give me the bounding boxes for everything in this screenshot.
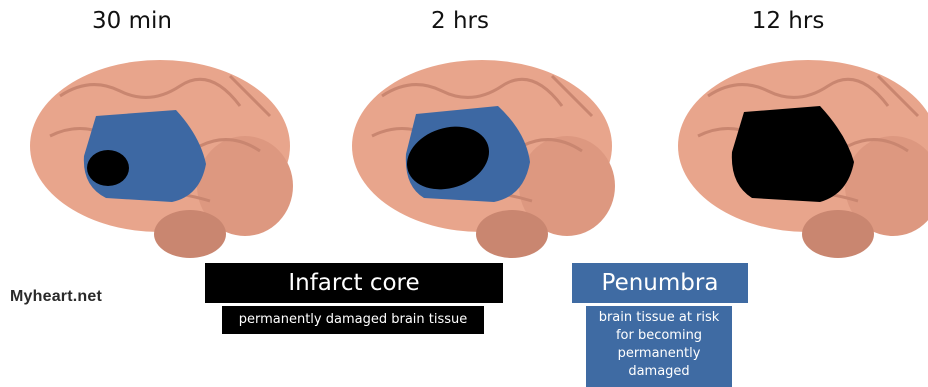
brain-2hrs: [322, 36, 622, 264]
time-label-2hrs: 2 hrs: [390, 8, 530, 34]
infarct-core-title: Infarct core: [288, 270, 419, 296]
time-label-12hrs: 12 hrs: [718, 8, 858, 34]
brain-2hrs-illustration: [322, 36, 622, 264]
infarct-core-description: permanently damaged brain tissue: [239, 312, 468, 327]
penumbra-description-box: brain tissue at risk for becoming perman…: [586, 306, 732, 387]
penumbra-description-line: permanently: [586, 345, 732, 363]
infarct-core-title-box: Infarct core: [205, 263, 503, 303]
penumbra-title: Penumbra: [602, 270, 719, 296]
brain-30min-illustration: [0, 36, 300, 264]
infarct-core-description-box: permanently damaged brain tissue: [222, 306, 484, 334]
penumbra-description-line: for becoming: [586, 327, 732, 345]
brain-30min: [0, 36, 300, 264]
penumbra-title-box: Penumbra: [572, 263, 748, 303]
penumbra-description-line: brain tissue at risk: [586, 309, 732, 327]
penumbra-description-line: damaged: [586, 363, 732, 381]
time-label-30min: 30 min: [62, 8, 202, 34]
infarct-core-region: [87, 150, 129, 186]
watermark: Myheart.net: [10, 288, 102, 306]
brain-12hrs: [648, 36, 928, 264]
brain-12hrs-illustration: [648, 36, 928, 264]
